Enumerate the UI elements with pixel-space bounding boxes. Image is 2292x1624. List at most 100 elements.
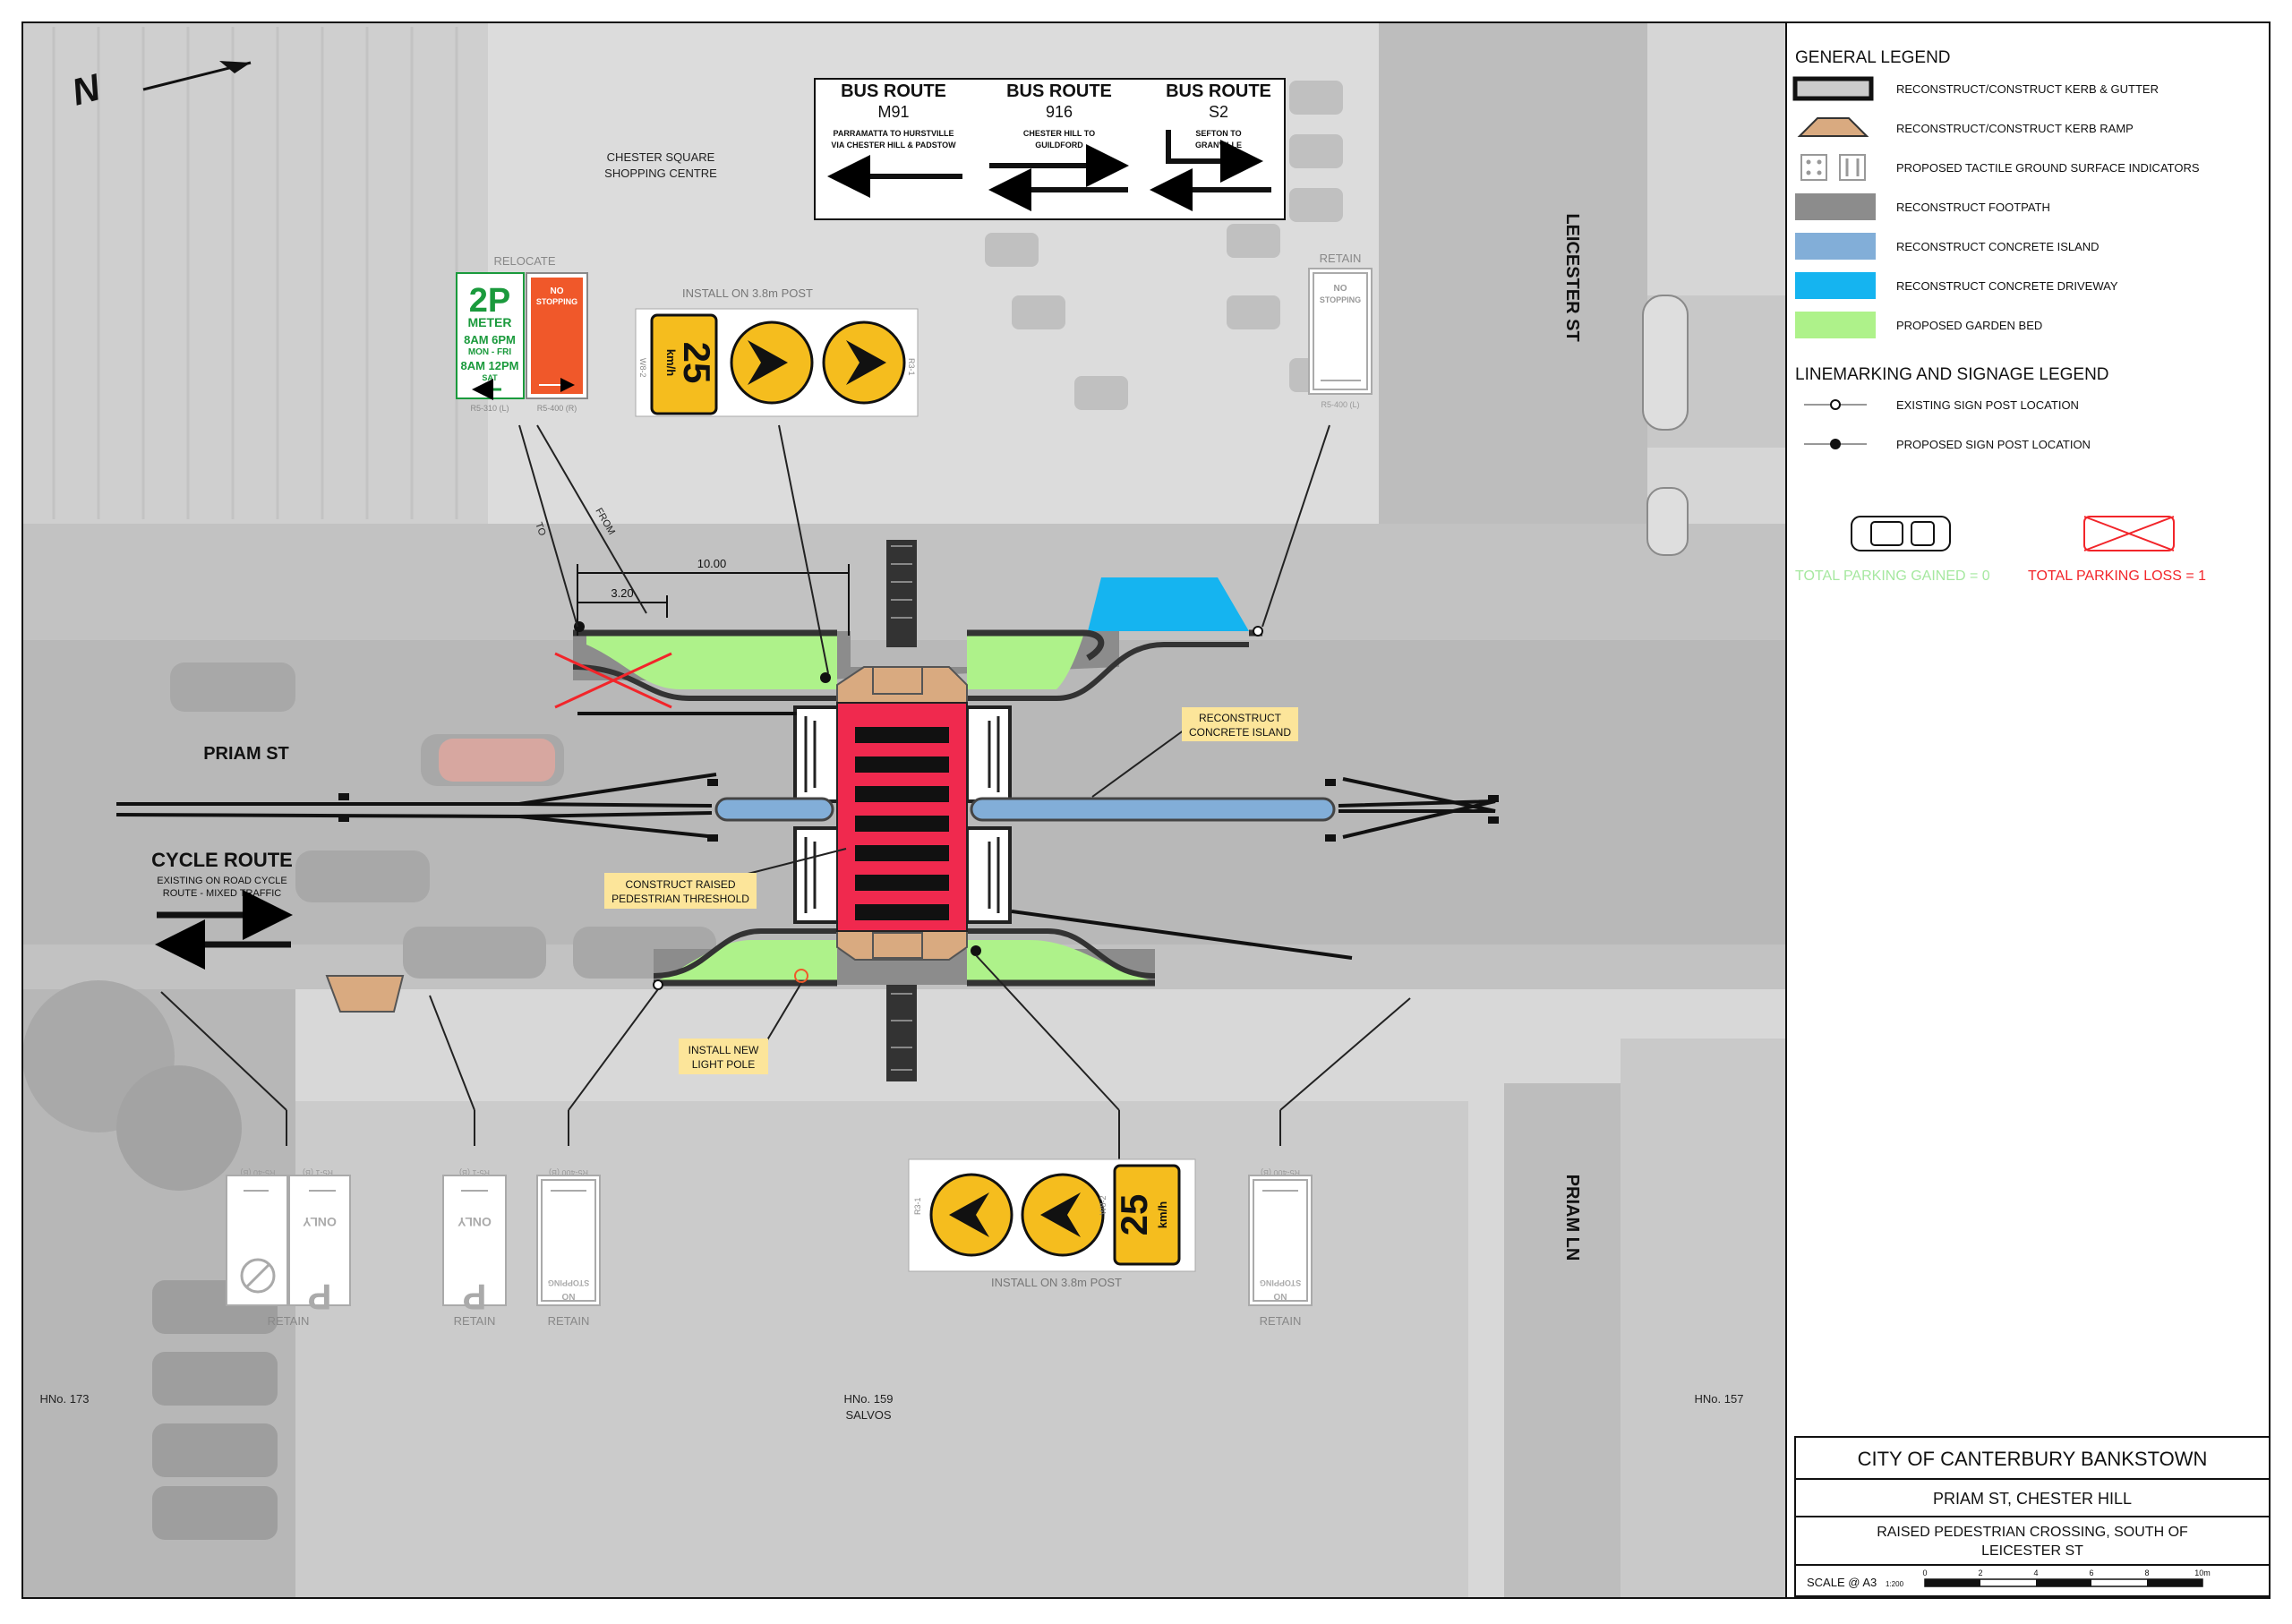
sign-code-w8-2-south: W8-2 [1099, 1195, 1108, 1215]
sheet-frame [21, 21, 2271, 1599]
retained-sign-disabled: R5-1 (B) ONLY P RETAIN [442, 1168, 507, 1328]
bus-route-m91-number: M91 [877, 103, 909, 121]
cycle-route-line1: EXISTING ON ROAD CYCLE [157, 876, 286, 886]
description-line2: LEICESTER ST [1981, 1543, 2083, 1559]
sign-code-r5-1-b: R5-1 (B) [303, 1168, 333, 1177]
garden-bed-nw [586, 636, 837, 689]
bus-route-m91-title: BUS ROUTE [841, 81, 946, 101]
callout-light-line1: INSTALL NEW [688, 1044, 759, 1056]
speed-unit-south: km/h [1156, 1201, 1169, 1228]
cycle-route-line2: ROUTE - MIXED TRAFFIC [163, 888, 281, 899]
bus-route-916: BUS ROUTE 916 CHESTER HILL TO GUILDFORD [988, 81, 1129, 211]
scale-tick-8: 8 [2144, 1568, 2149, 1577]
retain-label-se: RETAIN [1260, 1314, 1302, 1328]
legend-driveway-label: RECONSTRUCT CONCRETE DRIVEWAY [1896, 279, 2118, 293]
bus-route-s2-number: S2 [1209, 103, 1228, 121]
concrete-driveway [1088, 577, 1249, 631]
no-stopping-north-line2: STOPPING [536, 297, 577, 306]
install-post-label-north: INSTALL ON 3.8m POST [682, 286, 813, 300]
cycle-route-title: CYCLE ROUTE [151, 849, 293, 871]
legend-item-footpath: RECONSTRUCT FOOTPATH [1795, 193, 2050, 220]
garden-bed-sw [658, 940, 837, 980]
callout-island: RECONSTRUCT CONCRETE ISLAND [1182, 707, 1298, 741]
no-stopping-north-line1: NO [551, 286, 564, 296]
meter-word-text: METER [468, 315, 512, 329]
legend-item-driveway: RECONSTRUCT CONCRETE DRIVEWAY [1795, 272, 2118, 299]
callout-light-line2: LIGHT POLE [692, 1058, 755, 1071]
retain-label-s3: RETAIN [548, 1314, 590, 1328]
council-name: CITY OF CANTERBURY BANKSTOWN [1858, 1448, 2208, 1470]
retained-no-stopping-sw: R5-400 (B) NO STOPPING RETAIN [536, 1168, 601, 1328]
bus-route-916-number: 916 [1046, 103, 1073, 121]
only-text-1: ONLY [303, 1215, 337, 1229]
parking-loss-icon [2083, 516, 2175, 551]
sign-code-r5-40-b: R5-40 (B) [240, 1168, 275, 1177]
scale-tick-labels: 0 2 4 6 8 10m [1922, 1568, 2210, 1577]
parking-meter-sign: 2P METER 8AM 6PM MON - FRI 8AM 12PM SAT [456, 272, 525, 400]
legend-tactile-label: PROPOSED TACTILE GROUND SURFACE INDICATO… [1896, 161, 2200, 175]
cycle-route: CYCLE ROUTE EXISTING ON ROAD CYCLE ROUTE… [151, 849, 293, 970]
scale-label: SCALE @ A3 [1807, 1576, 1877, 1589]
sign-code-r3-1-north: R3-1 [907, 358, 916, 376]
street-name: PRIAM ST, CHESTER HILL [1933, 1490, 2132, 1508]
legend-item-tactile: PROPOSED TACTILE GROUND SURFACE INDICATO… [1800, 154, 2200, 181]
sign-code-r5-400: R5-400 (R) [537, 404, 577, 413]
shopping-centre-label-1: CHESTER SQUARE [607, 150, 715, 164]
hno-159-label: HNo. 159 [844, 1392, 894, 1406]
legend-item-island: RECONSTRUCT CONCRETE ISLAND [1795, 233, 2100, 260]
shopping-centre-roof [22, 22, 488, 524]
shopping-centre-label-2: SHOPPING CENTRE [604, 167, 717, 180]
legend-item-ramp: RECONSTRUCT/CONSTRUCT KERB RAMP [1797, 117, 2134, 137]
install-post-label-south: INSTALL ON 3.8m POST [991, 1276, 1122, 1289]
retain-label-sw: RETAIN [268, 1314, 310, 1328]
salvos-label: SALVOS [845, 1408, 891, 1422]
scale-tick-4: 4 [2033, 1568, 2038, 1577]
parking-loss-cross [554, 652, 672, 709]
bus-route-s2-title: BUS ROUTE [1166, 81, 1271, 101]
retain-label-s2: RETAIN [454, 1314, 496, 1328]
sign-code-r5-400-b-1: R5-400 (B) [549, 1168, 588, 1177]
callout-island-line2: CONCRETE ISLAND [1189, 726, 1291, 739]
parking-loss-label: TOTAL PARKING LOSS = 1 [2028, 568, 2206, 584]
retain-label-ne: RETAIN [1320, 252, 1362, 265]
legend-item-existing-post: EXISTING SIGN POST LOCATION [1804, 398, 2079, 412]
callout-threshold: CONSTRUCT RAISED PEDESTRIAN THRESHOLD [604, 873, 757, 909]
sign-code-r5-310: R5-310 (L) [470, 404, 509, 413]
callout-island-line1: RECONSTRUCT [1199, 712, 1282, 724]
only-text-2: ONLY [458, 1215, 492, 1229]
no-stopping-sign-ne: NO STOPPING [1308, 268, 1373, 395]
leicester-st-label: LEICESTER ST [1562, 213, 1582, 341]
bus-route-m91-desc1: PARRAMATTA TO HURSTVILLE [834, 129, 954, 138]
legend-item-proposed-post: PROPOSED SIGN POST LOCATION [1804, 438, 2091, 451]
legend-proposed-post-label: PROPOSED SIGN POST LOCATION [1896, 438, 2091, 451]
hno-173-label: HNo. 173 [40, 1392, 90, 1406]
relocate-label: RELOCATE [493, 254, 555, 268]
legend-garden-label: PROPOSED GARDEN BED [1896, 319, 2042, 332]
garden-bed-ne [967, 636, 1083, 689]
kerb-ramp-west [325, 975, 405, 1013]
zebra-stripes [855, 727, 949, 920]
kerb-ramp-south [836, 930, 968, 961]
legend-island-label: RECONSTRUCT CONCRETE ISLAND [1896, 240, 2100, 253]
description-line1: RAISED PEDESTRIAN CROSSING, SOUTH OF [1877, 1525, 2188, 1540]
retained-sign-group-sw: R5-40 (B) R5-1 (B) ONLY P RETAIN [226, 1168, 351, 1328]
bus-route-s2-desc2: GRANVILLE [1195, 141, 1242, 150]
dimension-total: 10.00 [697, 557, 727, 570]
legend-footpath-label: RECONSTRUCT FOOTPATH [1896, 201, 2050, 214]
bus-route-s2: BUS ROUTE S2 SEFTON TO GRANVILLE [1150, 81, 1271, 211]
priam-ln-road [1504, 1083, 1621, 1598]
priam-st-label: PRIAM ST [203, 744, 289, 764]
parking-gained-label: TOTAL PARKING GAINED = 0 [1795, 568, 1990, 584]
dimension-part: 3.20 [611, 586, 633, 600]
speed-unit-north: km/h [664, 349, 678, 376]
to-label: TO [533, 521, 548, 538]
no-stopping-se-line2: STOPPING [1260, 1278, 1301, 1287]
meter-sat-day-text: SAT [482, 373, 498, 382]
meter-sat-hours-text: 8AM 12PM [460, 359, 518, 372]
hno-157-label: HNo. 157 [1695, 1392, 1744, 1406]
bus-route-916-title: BUS ROUTE [1006, 81, 1112, 101]
sign-code-r5-400-b-2: R5-400 (B) [1261, 1168, 1300, 1177]
legend-item-garden: PROPOSED GARDEN BED [1795, 312, 2042, 338]
callout-threshold-line1: CONSTRUCT RAISED [625, 878, 735, 891]
